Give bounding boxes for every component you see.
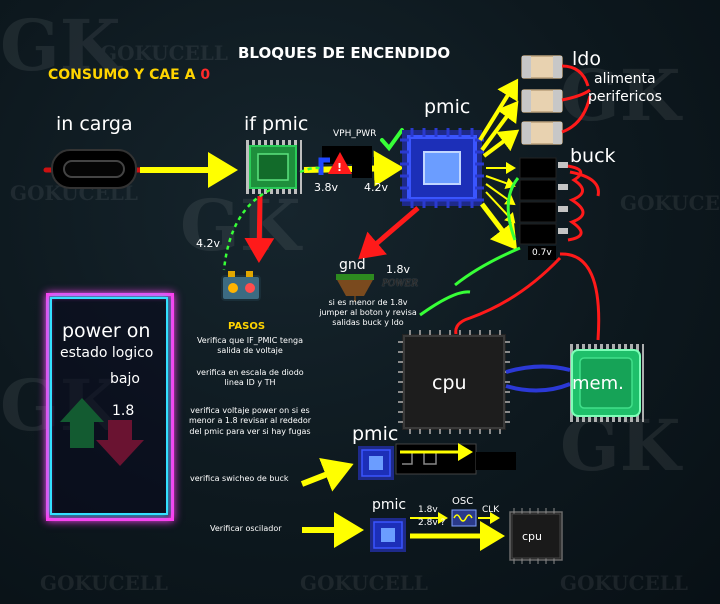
chip-icon-pmic <box>400 128 484 208</box>
chip-icon-cpu <box>398 330 510 434</box>
step-3: verifica voltaje power on si es menor a … <box>188 406 312 436</box>
label-3-8v: 3.8v <box>314 181 339 194</box>
warning-icon: ! <box>328 152 352 174</box>
capacitor-icon-ldo <box>521 55 563 145</box>
label-power-on: power on <box>62 320 151 342</box>
pasos-title: PASOS <box>228 321 266 332</box>
label-power-handwritten: POWER <box>382 279 419 289</box>
step-5: Verificar oscilador <box>210 524 282 533</box>
label-mem: mem. <box>572 373 624 394</box>
chip-icon-mem <box>568 344 644 422</box>
label-gnd: gnd <box>339 257 366 273</box>
svg-text:GOKUCELL: GOKUCELL <box>100 41 228 65</box>
label-osc-2-8v: 2.8v ? <box>418 518 446 528</box>
svg-text:GOKUCELL: GOKUCELL <box>620 191 720 215</box>
svg-text:GOKUCELL: GOKUCELL <box>560 571 688 595</box>
usb-port-icon <box>43 149 143 189</box>
label-estado-logico: estado logico <box>60 345 154 361</box>
ground-icon <box>336 274 374 302</box>
note-gnd: si es menor de 1.8v jumper al boton y re… <box>319 298 417 327</box>
chip-icon-cpu-small <box>509 508 563 564</box>
chip-icon-pmic-small-1 <box>358 446 394 480</box>
label-alimenta: alimenta <box>594 71 656 87</box>
step-1: Verifica que IF_PMIC tenga salida de vol… <box>196 336 304 356</box>
label-pmic-small-1: pmic <box>352 423 399 445</box>
chip-icon-if-pmic <box>244 140 302 194</box>
label-perifericos: perifericos <box>588 89 662 105</box>
diagram-title: BLOQUES DE ENCENDIDO <box>238 44 451 62</box>
power-on-box-inner <box>50 297 168 515</box>
step-4: verifica swicheo de buck <box>190 474 289 483</box>
label-4-2v-right: 4.2v <box>364 181 389 194</box>
label-4-2v-left: 4.2v <box>196 237 221 250</box>
chip-icon-pmic-small-2 <box>370 518 406 552</box>
label-in-carga: in carga <box>56 113 133 135</box>
svg-text:GK: GK <box>0 4 123 87</box>
checkmark-icon <box>380 128 404 152</box>
label-osc-1-8v: 1.8v <box>418 505 438 515</box>
label-buck: buck <box>570 145 616 167</box>
label-1-8-low: 1.8 <box>112 403 135 419</box>
label-clk: CLK <box>482 505 500 515</box>
label-pmic: pmic <box>424 96 471 118</box>
label-cpu-small: cpu <box>522 530 543 543</box>
label-vph-pwr: VPH_PWR <box>333 129 377 139</box>
inductor-icon-buck <box>519 157 568 245</box>
battery-icon <box>221 271 261 301</box>
oscillator-icon <box>451 509 477 527</box>
label-if-pmic: if pmic <box>244 113 309 135</box>
label-0-7v: 0.7v <box>532 248 552 258</box>
step-2: verifica en escala de diodo linea ID y T… <box>196 368 304 388</box>
label-1-8v: 1.8v <box>386 263 411 276</box>
svg-text:GOKUCELL: GOKUCELL <box>40 571 168 595</box>
svg-text:GK: GK <box>180 184 303 267</box>
power-on-box <box>46 293 174 521</box>
svg-text:!: ! <box>337 161 342 174</box>
label-pmic-small-2: pmic <box>372 497 407 513</box>
label-bajo: bajo <box>110 371 140 387</box>
diagram-subtitle: CONSUMO Y CAE A 0 <box>48 67 211 83</box>
label-osc: OSC <box>452 496 474 507</box>
svg-text:GOKUCELL: GOKUCELL <box>300 571 428 595</box>
label-ldo: ldo <box>572 48 601 70</box>
label-cpu: cpu <box>432 372 467 394</box>
